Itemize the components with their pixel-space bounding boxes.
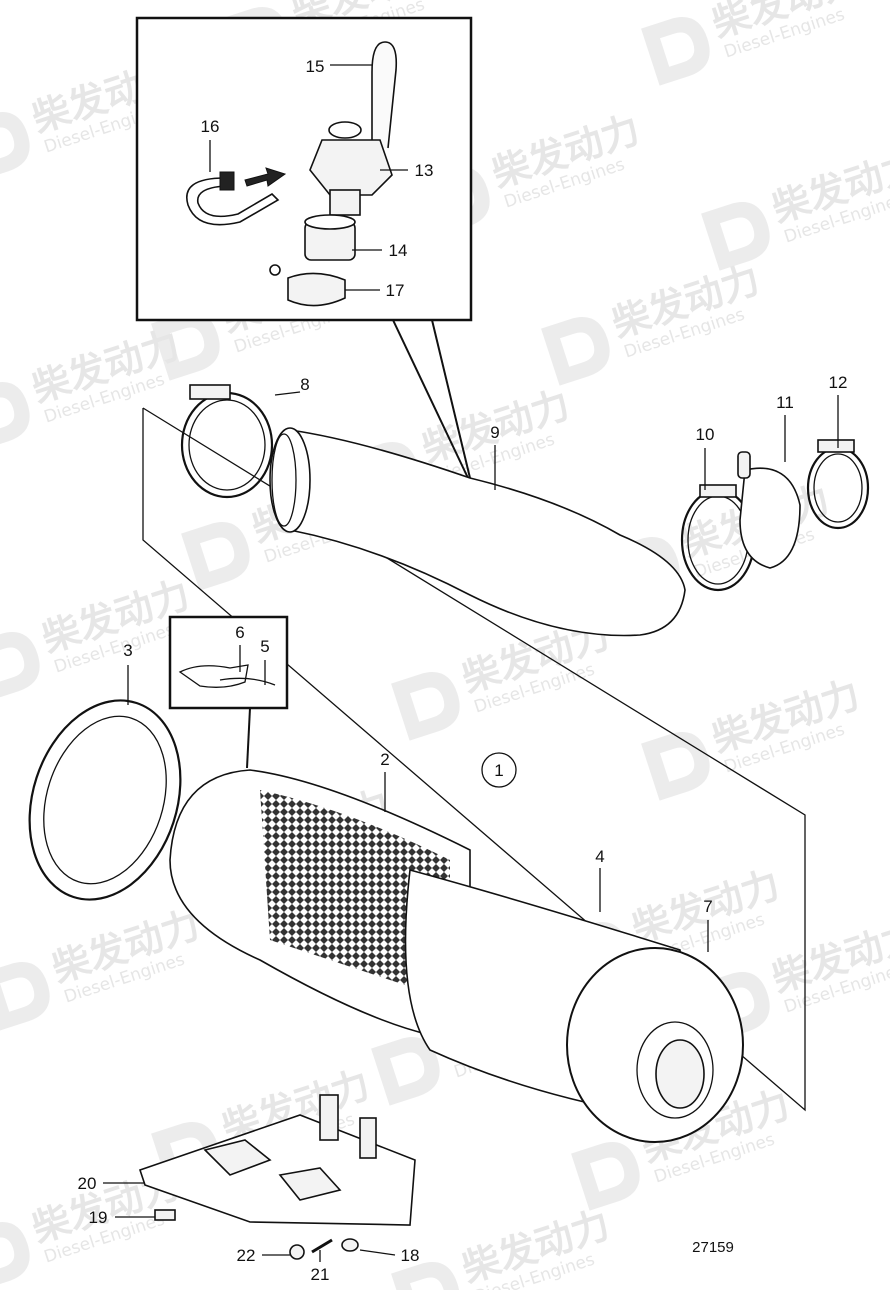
part-label-8: 8 xyxy=(300,375,309,394)
bolt-part-19 xyxy=(154,1209,176,1221)
part-label-19: 19 xyxy=(89,1208,108,1227)
part-label-10: 10 xyxy=(696,425,715,444)
stud-part-21 xyxy=(311,1238,333,1254)
part-label-18: 18 xyxy=(401,1246,420,1265)
part-label-6: 6 xyxy=(235,623,244,642)
part-label-4: 4 xyxy=(595,847,604,866)
bracket-part-20 xyxy=(138,1094,416,1226)
gasket-part-3 xyxy=(28,699,182,901)
filter-housing-part-2 xyxy=(169,769,471,1041)
hose-clamp-part-12 xyxy=(806,439,870,530)
cable-tie-part-16 xyxy=(186,167,287,226)
part-label-22: 22 xyxy=(237,1246,256,1265)
end-cap-part-7 xyxy=(566,947,744,1143)
hose-clamp-part-8 xyxy=(180,384,274,499)
part-label-20: 20 xyxy=(78,1174,97,1193)
detail-inset-small xyxy=(168,615,289,769)
part-label-12: 12 xyxy=(829,373,848,392)
part-label-17: 17 xyxy=(386,281,405,300)
grommet-part-14 xyxy=(304,214,356,261)
nut-part-22 xyxy=(289,1244,305,1260)
assembly-outline xyxy=(142,407,806,1112)
clamp-part-17 xyxy=(269,264,346,307)
group-marker-number: 1 xyxy=(494,761,503,780)
part-label-7: 7 xyxy=(703,897,712,916)
part-label-13: 13 xyxy=(415,161,434,180)
part-label-21: 21 xyxy=(311,1265,330,1284)
group-marker: 1 xyxy=(481,752,517,788)
drain-pipe-part-15 xyxy=(371,41,398,149)
valve-part-13 xyxy=(309,121,393,216)
nut-part-18 xyxy=(341,1238,359,1252)
air-hose-part-9 xyxy=(269,427,686,637)
part-label-16: 16 xyxy=(201,117,220,136)
hose-connector-part-11 xyxy=(737,451,801,569)
part-labels: 15 16 13 14 17 8 9 10 11 12 3 6 5 2 4 7 … xyxy=(78,57,848,1284)
part-label-11: 11 xyxy=(776,393,794,412)
part-label-2: 2 xyxy=(380,750,389,769)
part-label-5: 5 xyxy=(260,637,269,656)
diagram-reference-number: 27159 xyxy=(692,1239,734,1256)
leader-lines xyxy=(103,64,839,1262)
part-label-9: 9 xyxy=(490,423,499,442)
part-label-3: 3 xyxy=(123,641,132,660)
detail-inset-top xyxy=(135,16,473,479)
part-label-14: 14 xyxy=(389,241,408,260)
part-label-15: 15 xyxy=(306,57,325,76)
